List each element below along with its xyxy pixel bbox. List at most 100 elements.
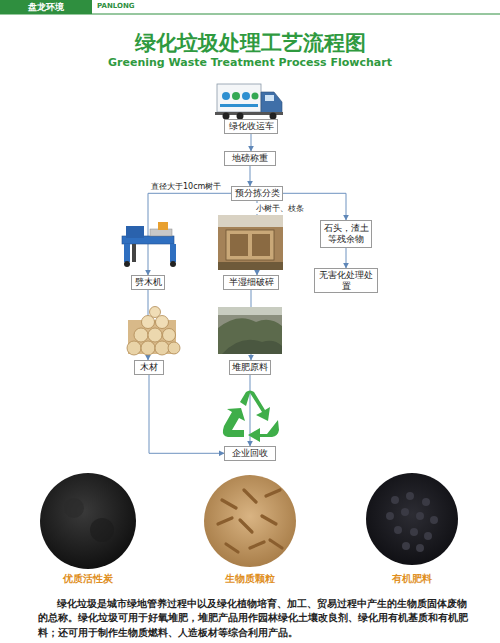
header-band bbox=[0, 14, 500, 15]
compost-illustration bbox=[218, 307, 282, 354]
compost-illustration bbox=[218, 307, 282, 315]
box-text: 木材 bbox=[140, 362, 158, 373]
caption-paragraph: 绿化垃圾是城市绿地管养过程中以及绿化植物培育、加工、贸易过程中产生的生物质固体废… bbox=[38, 597, 470, 640]
shredder-illustration bbox=[252, 234, 270, 256]
truck-illustration bbox=[215, 84, 283, 120]
process-box: 木材 bbox=[134, 360, 164, 375]
log-splitter-illustration bbox=[126, 226, 144, 238]
header-band bbox=[0, 0, 92, 14]
biomass-pellets-photo bbox=[204, 475, 296, 567]
product-label: 优质活性炭 bbox=[38, 573, 138, 586]
process-box: 企业回收 bbox=[224, 446, 276, 461]
biomass-pellets-photo bbox=[218, 518, 232, 524]
process-box: 绿化收运车 bbox=[224, 119, 278, 134]
edge-label: 小树干、枝条 bbox=[255, 203, 305, 214]
flow-arrow bbox=[148, 193, 231, 275]
box-text: 企业回收 bbox=[232, 448, 268, 459]
truck-illustration bbox=[242, 92, 250, 100]
log-splitter-illustration bbox=[158, 222, 168, 230]
shredder-illustration bbox=[218, 215, 283, 270]
box-text: 石头，渣土等残余物 bbox=[323, 223, 369, 244]
log-splitter-illustration bbox=[150, 229, 172, 236]
organic-fertilizer-photo bbox=[366, 473, 458, 565]
brand-latin: PANLONG bbox=[97, 2, 157, 10]
organic-fertilizer-photo bbox=[416, 544, 424, 552]
box-text: 劈木机 bbox=[135, 277, 162, 288]
activated-carbon-photo bbox=[40, 473, 136, 569]
shredder-illustration bbox=[230, 234, 248, 256]
truck-illustration bbox=[261, 92, 282, 113]
box-text: 绿化收运车 bbox=[229, 121, 274, 132]
biomass-pellets-photo bbox=[266, 490, 280, 496]
logs-illustration bbox=[128, 320, 176, 354]
organic-fertilizer-photo bbox=[394, 526, 402, 534]
organic-fertilizer-photo bbox=[386, 512, 394, 520]
organic-fertilizer-photo bbox=[401, 508, 409, 516]
biomass-pellets-photo bbox=[222, 500, 236, 508]
logs-illustration bbox=[127, 341, 141, 355]
shredder-illustration bbox=[218, 215, 283, 227]
recycle-symbol bbox=[240, 391, 270, 422]
biomass-pellets-photo bbox=[204, 475, 296, 567]
biomass-pellets-photo bbox=[226, 544, 238, 552]
organic-fertilizer-photo bbox=[422, 498, 430, 506]
logs-illustration bbox=[134, 328, 148, 342]
truck-illustration bbox=[232, 92, 240, 100]
diagram-title: 绿化垃圾处理工艺流程图 bbox=[0, 29, 500, 57]
shredder-illustration bbox=[218, 262, 283, 270]
brand-name: 盘龙环境 bbox=[4, 1, 88, 14]
box-text: 预分拣分类 bbox=[235, 188, 280, 199]
activated-carbon-photo bbox=[64, 498, 84, 518]
biomass-pellets-photo bbox=[240, 520, 252, 532]
flow-arrow bbox=[251, 290, 252, 360]
log-splitter-illustration bbox=[124, 244, 130, 262]
organic-fertilizer-photo bbox=[406, 492, 414, 500]
edge-label: 直径大于10cm树干 bbox=[150, 181, 222, 192]
truck-illustration bbox=[217, 84, 261, 112]
compost-illustration bbox=[222, 340, 282, 354]
compost-illustration bbox=[218, 307, 282, 354]
flow-arrow bbox=[250, 375, 251, 446]
product-label: 生物质颗粒 bbox=[200, 573, 300, 586]
header-band bbox=[0, 0, 500, 14]
biomass-pellets-photo bbox=[262, 516, 276, 524]
truck-illustration bbox=[265, 95, 274, 101]
box-text: 无害化处理处置 bbox=[317, 270, 375, 291]
truck-illustration bbox=[222, 92, 230, 100]
recycle-symbol bbox=[223, 408, 245, 437]
logs-illustration bbox=[150, 307, 161, 318]
product-label: 有机肥料 bbox=[362, 573, 462, 586]
box-text: 堆肥原料 bbox=[232, 362, 268, 373]
organic-fertilizer-photo bbox=[424, 532, 432, 540]
activated-carbon-photo bbox=[40, 473, 136, 569]
biomass-pellets-photo bbox=[250, 542, 264, 548]
logs-illustration bbox=[156, 316, 169, 329]
biomass-pellets-photo bbox=[218, 490, 282, 552]
process-box: 半湿细破碎 bbox=[223, 275, 279, 290]
biomass-pellets-photo bbox=[244, 490, 256, 502]
truck-illustration bbox=[220, 104, 258, 107]
logs-illustration bbox=[127, 307, 180, 356]
logs-illustration bbox=[148, 328, 162, 342]
recycle-symbol bbox=[248, 420, 279, 442]
process-box: 堆肥原料 bbox=[229, 360, 271, 375]
activated-carbon-photo bbox=[90, 518, 114, 542]
shredder-illustration bbox=[226, 230, 274, 260]
organic-fertilizer-photo bbox=[410, 528, 418, 536]
compost-illustration bbox=[218, 318, 282, 354]
organic-fertilizer-photo bbox=[430, 516, 438, 524]
organic-fertilizer-photo bbox=[416, 512, 424, 520]
log-splitter-illustration bbox=[132, 244, 136, 262]
biomass-pellets-photo bbox=[270, 540, 282, 548]
truck-illustration bbox=[215, 112, 283, 115]
recycle-symbol bbox=[223, 391, 279, 443]
organic-fertilizer-photo bbox=[386, 492, 438, 552]
process-box: 预分拣分类 bbox=[231, 186, 283, 201]
process-box: 石头，渣土等残余物 bbox=[320, 220, 372, 248]
flow-arrow bbox=[250, 166, 251, 186]
logs-illustration bbox=[168, 342, 180, 354]
process-box: 劈木机 bbox=[131, 275, 165, 290]
